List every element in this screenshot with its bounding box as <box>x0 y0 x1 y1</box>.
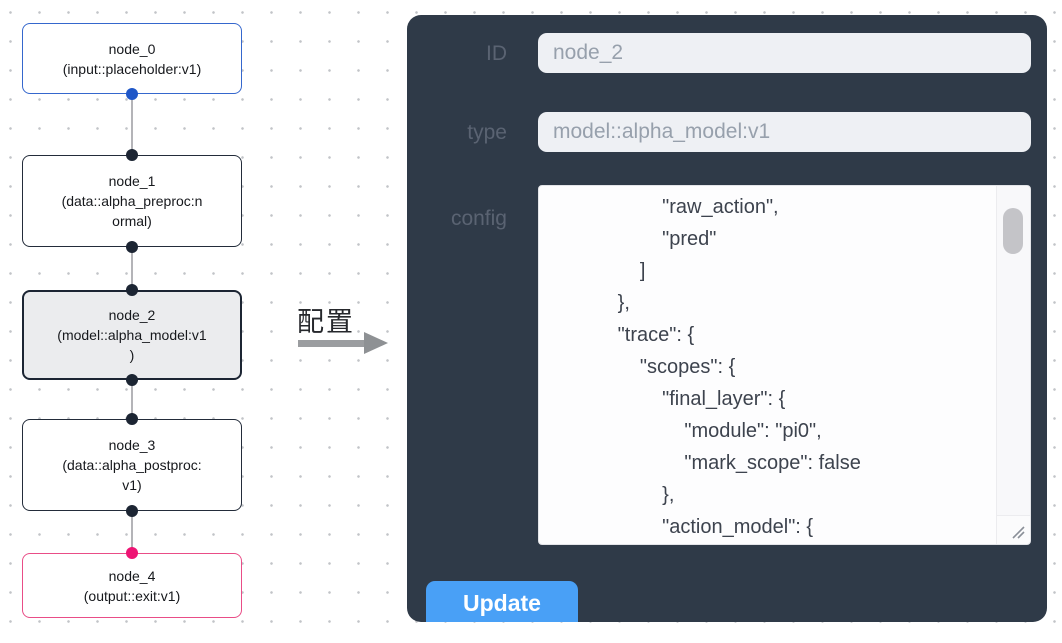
flow-node-node_4[interactable]: node_4 (output::exit:v1) <box>22 553 242 618</box>
port-node_0-output[interactable] <box>126 88 138 100</box>
port-node_3-input[interactable] <box>126 413 138 425</box>
port-node_3-output[interactable] <box>126 505 138 517</box>
resize-handle-icon[interactable] <box>1009 524 1027 540</box>
config-textarea[interactable]: "raw_action", "pred" ] }, "trace": { "sc… <box>538 185 1031 545</box>
arrow-shaft <box>298 340 366 347</box>
config-scrollbar-thumb[interactable] <box>1003 208 1023 254</box>
edge-node0-node1 <box>131 94 133 155</box>
port-node_1-output[interactable] <box>126 241 138 253</box>
update-button[interactable]: Update <box>426 581 578 622</box>
type-input[interactable] <box>538 112 1031 152</box>
config-json-text: "raw_action", "pred" ] }, "trace": { "sc… <box>617 196 861 538</box>
port-node_2-output[interactable] <box>126 374 138 386</box>
port-node_2-input[interactable] <box>126 284 138 296</box>
type-field-label: type <box>467 121 507 144</box>
config-annotation-label: 配置 <box>297 307 355 337</box>
edge-node1-node2 <box>131 247 133 290</box>
id-field-label: ID <box>486 42 507 65</box>
flow-node-node_0[interactable]: node_0 (input::placeholder:v1) <box>22 23 242 94</box>
config-field-label: config <box>450 207 507 230</box>
config-scrollbar-track[interactable] <box>996 186 1030 515</box>
id-input[interactable] <box>538 33 1031 73</box>
edge-node2-node3 <box>131 380 133 419</box>
node-config-panel: ID type config "raw_action", "pred" ] },… <box>407 15 1047 622</box>
flow-node-node_1[interactable]: node_1 (data::alpha_preproc:n ormal) <box>22 155 242 247</box>
port-node_1-input[interactable] <box>126 149 138 161</box>
config-scrollbar-corner <box>996 515 1030 544</box>
port-node_4-input[interactable] <box>126 547 138 559</box>
flow-node-node_3[interactable]: node_3 (data::alpha_postproc: v1) <box>22 419 242 511</box>
flow-node-node_2-selected[interactable]: node_2 (model::alpha_model:v1 ) <box>22 290 242 380</box>
arrow-right-icon <box>364 332 388 354</box>
edge-node3-node4 <box>131 511 133 553</box>
